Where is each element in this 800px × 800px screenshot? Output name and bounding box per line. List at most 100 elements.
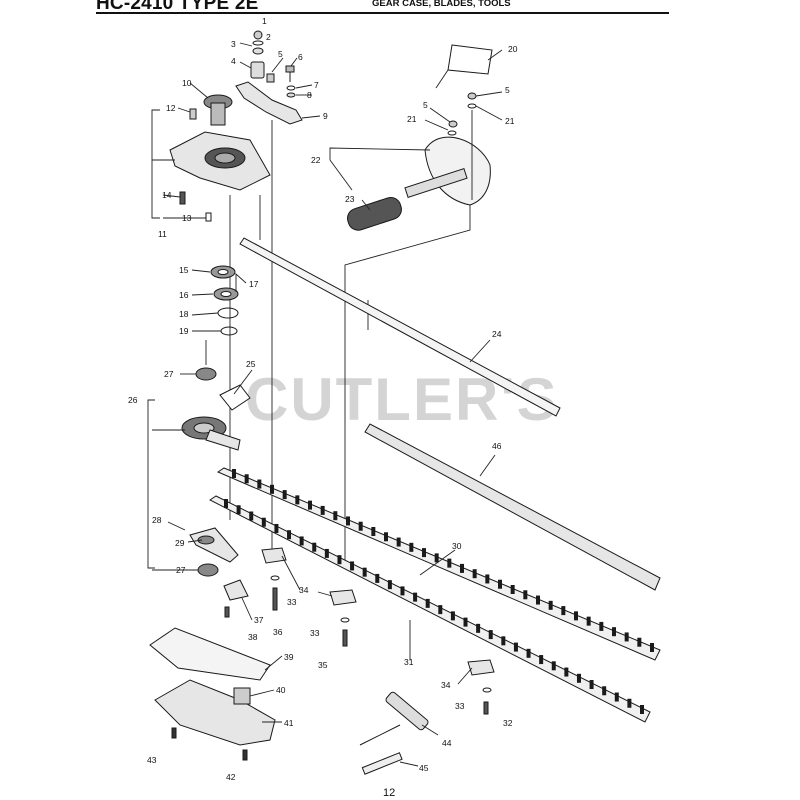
- callout-37: 37: [254, 615, 264, 625]
- header-rule: [96, 12, 669, 14]
- blade-tooth: [640, 705, 644, 714]
- blade-tooth: [244, 474, 249, 484]
- blade-tooth: [387, 580, 392, 590]
- blade-tooth: [324, 548, 329, 558]
- washer-part-2: [252, 40, 264, 46]
- blade-tooth: [333, 511, 338, 521]
- blade-tooth: [602, 686, 607, 696]
- socket-wrench-part-44: [385, 691, 429, 731]
- blade-tooth: [485, 574, 490, 584]
- blade-tooth: [400, 586, 405, 596]
- blade-tooth: [274, 523, 279, 533]
- callout-23: 23: [345, 194, 355, 204]
- screw-part-43: [171, 727, 177, 739]
- callout-27a: 27: [164, 369, 174, 379]
- callout-28: 28: [152, 515, 162, 525]
- callout-5: 5: [278, 49, 283, 59]
- bearing-part-27-bottom: [197, 563, 219, 577]
- lower-blade-teeth: [224, 499, 644, 714]
- callout-11: 11: [158, 229, 167, 239]
- blade-tooth: [488, 630, 493, 640]
- washer-part-33-mid: [340, 617, 350, 623]
- page-title: HC-2410 TYPE 2E: [96, 0, 259, 14]
- spacer-part-34-left: [261, 547, 287, 564]
- callout-10: 10: [182, 78, 192, 88]
- grip-part-23: [347, 196, 402, 231]
- blade-tooth: [413, 592, 418, 602]
- screw-part-42: [242, 749, 248, 761]
- blade-tooth: [513, 642, 518, 652]
- blade-tooth: [299, 536, 304, 546]
- callout-7: 7: [314, 80, 319, 90]
- blade-guide-part-9: [235, 81, 303, 125]
- gasket-part-39: [149, 627, 271, 681]
- bolt-part-5: [266, 73, 275, 83]
- lower-blade-part-31: [209, 495, 651, 723]
- blade-tooth: [358, 521, 363, 531]
- nut-part-5-right: [467, 92, 477, 100]
- nut-part-1: [253, 30, 263, 40]
- blade-tooth: [375, 573, 380, 583]
- snap-ring-part-19: [220, 326, 238, 336]
- callout-32: 32: [503, 718, 513, 728]
- blade-tooth: [320, 505, 325, 515]
- blade-tooth: [425, 598, 430, 608]
- tab-part-40: [233, 687, 251, 705]
- blade-tooth: [523, 590, 528, 600]
- bottom-covers: [149, 627, 276, 761]
- callout-43: 43: [147, 755, 157, 765]
- callout-45: 45: [419, 763, 429, 773]
- callout-38: 38: [248, 632, 258, 642]
- blade-tooth: [539, 655, 544, 665]
- callout-20: 20: [508, 44, 518, 54]
- callout-33c: 33: [455, 701, 465, 711]
- callout-9: 9: [323, 111, 328, 121]
- callout-24: 24: [492, 329, 502, 339]
- callout-4: 4: [231, 56, 236, 66]
- blade-tooth: [551, 661, 556, 671]
- page-number: 12: [383, 787, 396, 799]
- blade-tooth: [447, 558, 452, 568]
- blade-tooth: [224, 499, 228, 508]
- callout-25: 25: [246, 359, 256, 369]
- washer-part-8: [286, 92, 296, 98]
- callout-39: 39: [284, 652, 294, 662]
- gear-case-assembly: [151, 94, 271, 222]
- callout-27b: 27: [176, 565, 186, 575]
- gear-set: [147, 367, 251, 577]
- callout-8: 8: [307, 90, 312, 100]
- callout-29: 29: [175, 538, 185, 548]
- blade-tooth: [312, 542, 317, 552]
- blade-tooth: [295, 495, 300, 505]
- wrench-part-45: [361, 752, 403, 775]
- blade-tooth: [650, 643, 654, 652]
- blade-tooth: [498, 579, 502, 589]
- blade-tooth: [350, 561, 355, 571]
- callout-13: 13: [182, 213, 192, 223]
- blade-tooth: [384, 532, 388, 542]
- blade-tooth: [337, 555, 342, 565]
- cutting-blades: [209, 467, 661, 723]
- callout-15: 15: [179, 265, 189, 275]
- blade-tooth: [422, 548, 426, 558]
- handle-assembly: [347, 44, 493, 231]
- spacer-part-34-right: [467, 659, 495, 676]
- callout-44: 44: [442, 738, 452, 748]
- blade-tooth: [261, 517, 266, 527]
- lower-hardware: [223, 547, 495, 715]
- blade-tooth: [614, 692, 619, 702]
- screw-part-38: [224, 606, 230, 618]
- blade-tooth: [409, 542, 414, 552]
- bolt-part-32: [483, 701, 489, 715]
- callout-1: 1: [262, 16, 267, 26]
- blade-tooth: [627, 698, 632, 708]
- callout-2: 2: [266, 32, 271, 42]
- washer-part-33-right: [482, 687, 492, 693]
- blade-tooth: [536, 595, 540, 605]
- pin-part-13: [205, 212, 212, 222]
- blade-tooth: [282, 490, 287, 500]
- callout-17: 17: [249, 279, 259, 289]
- blade-tooth: [612, 627, 616, 637]
- blade-tooth: [548, 600, 553, 610]
- callout-40: 40: [276, 685, 286, 695]
